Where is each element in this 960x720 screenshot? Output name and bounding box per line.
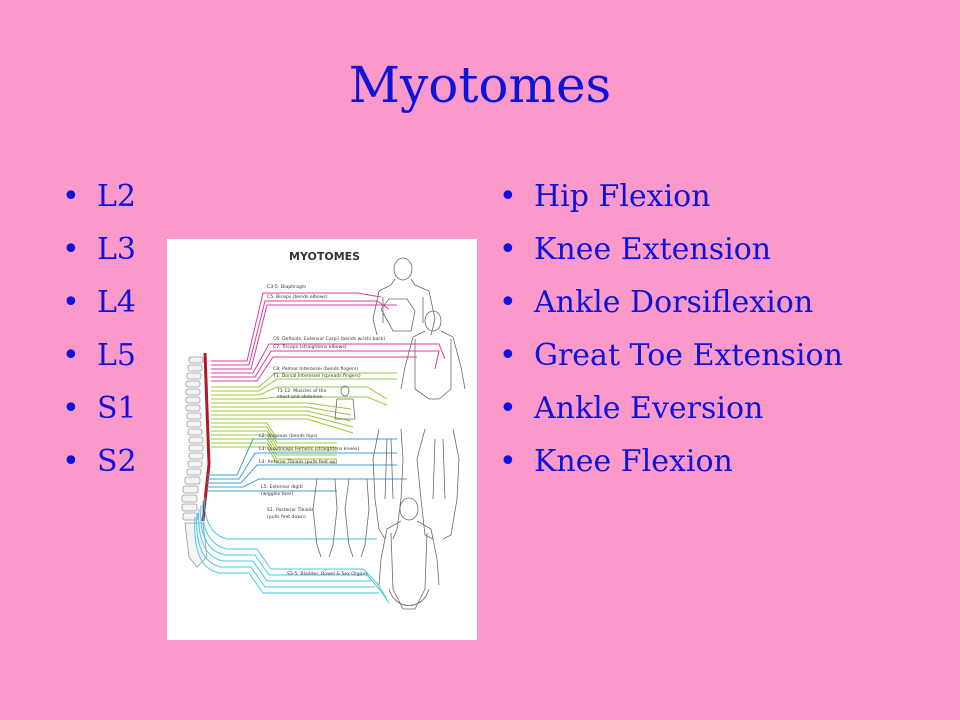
list-item: • L2 — [62, 177, 137, 230]
label-l5-sub: (wiggles toes) — [261, 491, 293, 497]
myotomes-diagram: MYOTOMES — [167, 239, 477, 640]
level-label: S1 — [97, 391, 137, 426]
label-t1-12: T1-12: Muscles of the — [276, 388, 327, 394]
movement-label: Hip Flexion — [534, 179, 711, 214]
label-l2: L2: Iliopsoas (bends hips) — [259, 433, 318, 439]
list-item: • L4 — [62, 283, 137, 336]
slide-title: Myotomes — [348, 56, 612, 114]
lumbar-nerves — [207, 438, 407, 492]
movement-label: Knee Flexion — [534, 444, 733, 479]
bullet-icon: • — [62, 232, 80, 267]
spine-column — [181, 356, 208, 568]
list-item: • Ankle Dorsiflexion — [499, 283, 843, 336]
label-t1-12-sub: chest and abdomen — [277, 394, 323, 400]
bullet-icon: • — [499, 338, 517, 373]
level-label: L4 — [97, 285, 137, 320]
figure-lower-body — [378, 497, 440, 610]
label-s3-5: S3-5: Bladder, Bowel & Sex Organs — [287, 571, 368, 577]
label-c5: C5: Biceps (bends elbows) — [267, 294, 328, 300]
bullet-icon: • — [499, 444, 517, 479]
list-item: • Hip Flexion — [499, 177, 843, 230]
list-item: • L5 — [62, 336, 137, 389]
level-label: L3 — [97, 232, 137, 267]
label-l4: L4: Anterior Tibialis (pulls feet up) — [259, 459, 337, 465]
figure-torso-back — [400, 310, 466, 400]
list-item: • S2 — [62, 442, 137, 495]
figure-lower-legs — [312, 478, 370, 558]
list-item: • S1 — [62, 389, 137, 442]
figure-legs-back — [416, 428, 460, 540]
diagram-title: MYOTOMES — [289, 250, 360, 263]
movement-label: Ankle Eversion — [534, 391, 764, 426]
list-item: • Great Toe Extension — [499, 336, 843, 389]
bullet-icon: • — [62, 285, 80, 320]
label-c7: C7: Triceps (straightens elbows) — [273, 344, 347, 350]
cervical-nerves — [211, 292, 446, 382]
nerve-labels: C3-5: Diaphragm C5: Biceps (bends elbows… — [259, 284, 386, 577]
list-item: • Knee Flexion — [499, 442, 843, 495]
figure-upper-body — [372, 257, 436, 336]
label-t1: T1: Dorsal Interossei (spreads fingers) — [272, 373, 361, 379]
label-s1-sub: (pulls feet down) — [267, 514, 306, 520]
bullet-icon: • — [62, 179, 80, 214]
spinal-levels-list: • L2 • L3 • L4 • L5 • S1 • S2 — [62, 177, 137, 495]
bullet-icon: • — [499, 285, 517, 320]
bullet-icon: • — [499, 179, 517, 214]
movement-label: Great Toe Extension — [534, 338, 843, 373]
movements-list: • Hip Flexion • Knee Extension • Ankle Dors… — [499, 177, 843, 495]
bullet-icon: • — [62, 338, 80, 373]
bullet-icon: • — [499, 391, 517, 426]
level-label: L5 — [97, 338, 137, 373]
bullet-icon: • — [62, 391, 80, 426]
movement-label: Ankle Dorsiflexion — [534, 285, 814, 320]
figure-legs-front — [372, 428, 404, 540]
sacral-nerves — [194, 496, 390, 604]
label-l3: L3: Quadriceps Femoris (straightens knee… — [259, 446, 359, 452]
label-l5: L5: Extensor digiti — [261, 484, 303, 490]
label-c3-5: C3-5: Diaphragm — [267, 284, 307, 290]
bullet-icon: • — [499, 232, 517, 267]
list-item: • L3 — [62, 230, 137, 283]
figure-arm — [380, 298, 416, 332]
label-s1: S1: Posterior Tibialis — [267, 507, 314, 513]
list-item: • Ankle Eversion — [499, 389, 843, 442]
label-c8: C8: Palmar Interossei (bends fingers) — [273, 366, 358, 372]
list-item: • Knee Extension — [499, 230, 843, 283]
label-c6: C6: Deltoids, Extensor Carpii (bends wri… — [273, 336, 386, 342]
movement-label: Knee Extension — [534, 232, 772, 267]
level-label: L2 — [97, 179, 137, 214]
myotomes-diagram-svg: MYOTOMES — [181, 250, 466, 610]
figure-small-torso — [334, 385, 356, 420]
spinal-cord — [201, 352, 211, 522]
bullet-icon: • — [62, 444, 80, 479]
level-label: S2 — [97, 444, 137, 479]
body-figures — [312, 257, 466, 610]
